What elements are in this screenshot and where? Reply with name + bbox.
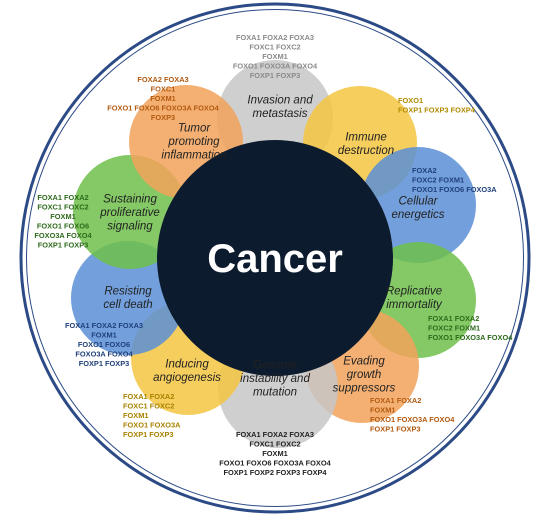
gene-line: FOXP1 FOXP3 <box>38 241 89 250</box>
gene-line: FOXP1 FOXP3 FOXP4 <box>398 106 476 115</box>
angiogenesis-label: Inducing angiogenesis <box>153 358 221 384</box>
gene-line: FOXP1 FOXP3 <box>123 430 174 439</box>
immune-label: Immune destruction <box>338 131 394 157</box>
gene-line: FOXM1 <box>370 406 395 415</box>
angiogenesis-label-line: Inducing <box>165 358 209 370</box>
gene-line: FOXM1 <box>91 331 116 340</box>
gene-line: FOXO1 <box>398 96 423 105</box>
cell-death-label-line: Resisting <box>104 285 152 297</box>
inflammation-label-line: promoting <box>167 136 220 148</box>
gene-line: FOXP1 FOXP3 <box>370 425 421 434</box>
cell-death-label: Resisting cell death <box>103 285 152 311</box>
gene-line: FOXC1 FOXC2 <box>37 203 88 212</box>
energetics-label-line: Cellular <box>399 195 439 207</box>
gene-line: FOXC2 FOXM1 <box>412 176 464 185</box>
gene-line: FOXO3A FOXO4 <box>75 350 133 359</box>
inflammation-label-line: Tumor <box>178 123 212 135</box>
energetics-label-line: energetics <box>391 209 444 221</box>
gene-line: FOXO1 FOXO3A FOXO4 <box>428 333 513 342</box>
gene-line: FOXO3A FOXO4 <box>34 231 92 240</box>
gene-line: FOXC2 FOXM1 <box>428 324 480 333</box>
immortality-label: Replicative immortality <box>386 285 443 311</box>
gene-line: FOXM1 <box>262 52 287 61</box>
cancer-core <box>157 140 393 376</box>
gene-line: FOXO1 FOXO6 FOXO3A <box>412 185 497 194</box>
genome-label-line: Genome <box>253 360 297 372</box>
gene-line: FOXA1 FOXA2 <box>370 396 421 405</box>
growth-label-line: suppressors <box>333 383 396 395</box>
gene-line: FOXO1 FOXO3A FOXO4 <box>233 62 318 71</box>
growth-label-line: Evading <box>343 356 385 368</box>
proliferative-label-line: signaling <box>107 221 153 233</box>
invasion-label-line: Invasion and <box>247 94 313 106</box>
growth-label-line: growth <box>347 369 382 381</box>
immune-label-line: Immune <box>345 131 387 143</box>
gene-line: FOXO1 FOXO3A FOXO4 <box>370 415 455 424</box>
gene-line: FOXC1 FOXC2 <box>249 43 300 52</box>
proliferative-label-line: Sustaining <box>103 194 157 206</box>
gene-line: FOXM1 <box>150 94 175 103</box>
gene-line: FOXO1 FOXO3A <box>123 421 181 430</box>
outer-ring-inner <box>26 9 524 507</box>
gene-line: FOXA1 FOXA2 FOXA3 <box>236 430 314 439</box>
gene-line: FOXA2 FOXA3 <box>137 75 188 84</box>
inflammation-label-line: inflammation <box>161 150 226 162</box>
invasion-label-line: metastasis <box>253 108 308 120</box>
gene-line: FOXP3 <box>151 113 175 122</box>
gene-line: FOXA2 <box>412 166 437 175</box>
gene-line: FOXC1 FOXC2 <box>123 402 174 411</box>
gene-line: FOXM1 <box>262 449 287 458</box>
immortality-label-line: immortality <box>386 299 443 311</box>
cell-death-label-line: cell death <box>103 299 152 311</box>
gene-line: FOXC1 FOXC2 <box>249 440 300 449</box>
energetics-label: Cellular energetics <box>391 195 444 221</box>
cell-death-circle <box>71 241 185 355</box>
invasion-label: Invasion and metastasis <box>247 94 313 120</box>
genome-label-line: mutation <box>253 387 297 399</box>
center-label: Cancer <box>207 237 343 281</box>
gene-line: FOXP1 FOXP2 FOXP3 FOXP4 <box>223 468 327 477</box>
gene-line: FOXO1 FOXO6 FOXO3A FOXO4 <box>219 459 331 468</box>
gene-line: FOXA1 FOXA2 <box>37 193 88 202</box>
gene-line: FOXM1 <box>123 411 148 420</box>
proliferative-label-line: proliferative <box>99 207 159 219</box>
gene-line: FOXA1 FOXA2 <box>428 314 479 323</box>
immune-label-line: destruction <box>338 145 394 157</box>
gene-line: FOXA1 FOXA2 FOXA3 <box>65 321 143 330</box>
gene-line: FOXO1 FOXO6 <box>78 340 130 349</box>
genome-label-line: instability and <box>240 373 310 385</box>
gene-line: FOXC1 <box>151 85 176 94</box>
gene-line: FOXO1 FOXO6 FOXO3A FOXO4 <box>107 104 219 113</box>
gene-line: FOXP1 FOXP3 <box>250 71 301 80</box>
angiogenesis-label-line: angiogenesis <box>153 372 221 384</box>
gene-line: FOXA1 FOXA2 <box>123 392 174 401</box>
gene-line: FOXA1 FOXA2 FOXA3 <box>236 33 314 42</box>
gene-line: FOXP1 FOXP3 <box>79 359 130 368</box>
gene-line: FOXO1 FOXO6 <box>37 222 89 231</box>
immortality-label-line: Replicative <box>386 285 442 297</box>
gene-line: FOXM1 <box>50 212 75 221</box>
outer-ring <box>19 2 531 514</box>
